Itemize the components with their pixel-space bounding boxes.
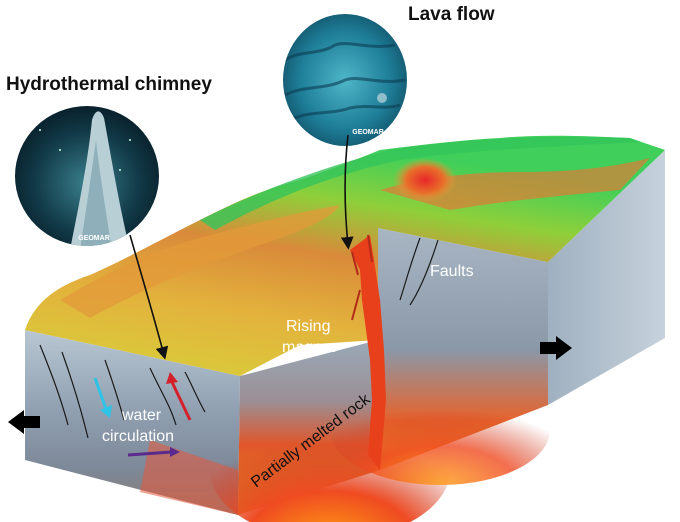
flow-arrow [127,450,173,457]
water-circulation-arrows [93,372,192,457]
cold-water-arrow-head [100,405,112,418]
fault-lines [39,237,439,439]
magma-branch [351,234,373,321]
label-circulation: circulation [102,428,174,445]
label-hydrothermal-chimney: Hydrothermal chimney [6,74,212,95]
volcanic-peak [393,158,457,202]
left-block-melt-zone [140,440,238,515]
cold-water-arrow [93,377,109,413]
photo-credit-chimney: GEOMAR [78,235,110,242]
left-plate-arrow [8,410,40,434]
label-rising: Rising [286,318,330,335]
ridge-crest-right [380,158,650,210]
terrain-back-edge [200,136,640,230]
hot-water-arrow-head [166,372,178,384]
ridge-crest-left [60,205,340,318]
rising-magma-conduit [350,235,386,470]
label-magma: magma [282,339,335,356]
photo-credit-lava: GEOMAR [352,129,384,136]
chimney-pointer [129,234,169,360]
label-lava-flow: Lava flow [408,4,495,25]
label-faults: Faults [430,263,474,280]
label-water: water [121,407,162,424]
flow-arrow-head [170,447,180,457]
lava-pointer [340,134,354,250]
right-block-front-face [548,150,665,405]
hot-water-arrow [170,381,192,421]
lava-photo: GEOMAR [283,14,407,146]
right-plate-arrow [540,336,572,360]
chimney-photo: GEOMAR [15,106,159,246]
